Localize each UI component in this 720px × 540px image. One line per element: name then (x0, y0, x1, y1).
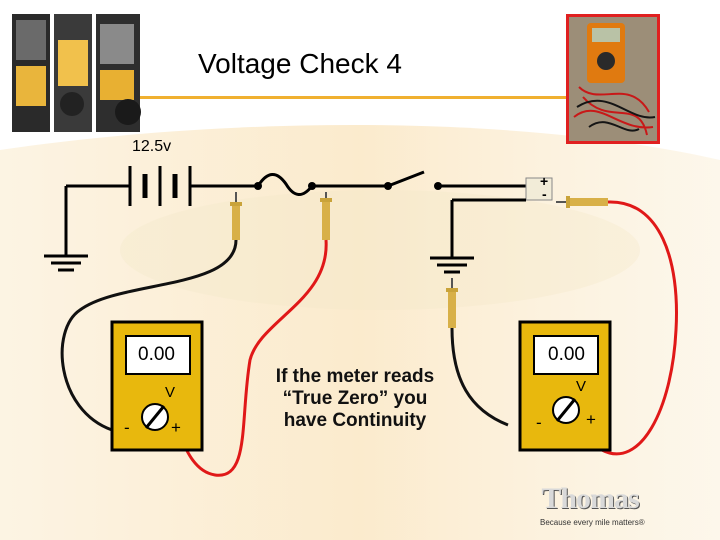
switch-symbol (384, 170, 442, 190)
meter-left-minus: - (124, 418, 130, 437)
load-symbol (525, 177, 553, 201)
probe-red-right (556, 196, 608, 208)
probe-black-left (230, 192, 242, 240)
meter-left-reading: 0.00 (138, 344, 175, 365)
battery-symbol (128, 166, 192, 206)
probe-black-center (320, 192, 332, 240)
caption-line-3: have Continuity (283, 410, 427, 431)
brand-tagline: Because every mile matters® (540, 518, 645, 527)
continuity-caption: If the meter reads “True Zero” you have … (255, 366, 455, 432)
ground-symbol-right (430, 200, 474, 274)
meter-left-unit: V (165, 384, 176, 401)
meter-right-unit: V (576, 378, 587, 395)
load-minus-label: - (542, 186, 547, 202)
multimeter-left (110, 320, 204, 452)
lead-black-right (450, 327, 509, 427)
caption-line-2: “True Zero” you (282, 388, 428, 409)
slide-title: Voltage Check 4 (198, 48, 402, 79)
lead-black-left (60, 239, 238, 432)
fuse-symbol (254, 173, 316, 196)
bus-collage-icon (12, 14, 141, 132)
load-plus-label: + (540, 173, 549, 189)
multimeter-photo (566, 14, 660, 144)
meter-right-plus: + (586, 410, 596, 429)
caption-line-1: If the meter reads (275, 366, 435, 387)
probe-black-ground (446, 278, 458, 328)
battery-voltage-label: 12.5v (132, 138, 172, 155)
lead-red-left (176, 239, 328, 477)
ground-symbol-left (44, 186, 88, 272)
multimeter-right (518, 320, 612, 452)
meter-right-minus: - (536, 413, 542, 432)
brand-logo: Thomas (541, 482, 639, 515)
meter-right-reading: 0.00 (548, 344, 585, 365)
meter-left-plus: + (171, 418, 181, 437)
